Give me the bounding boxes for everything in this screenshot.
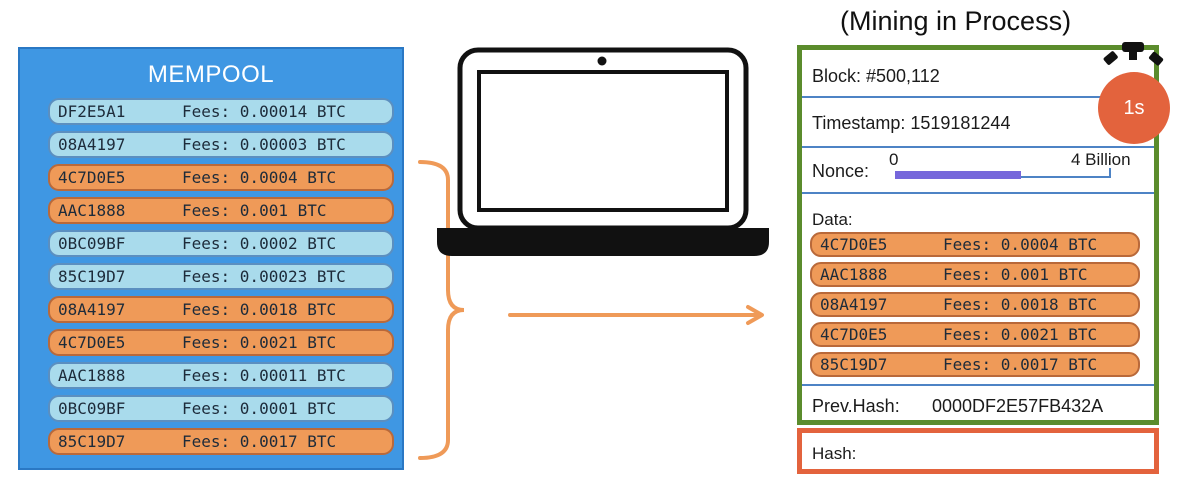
transaction-id: AAC1888 — [58, 366, 126, 385]
mempool-title: MEMPOOL — [147, 61, 275, 88]
divider — [802, 96, 1154, 98]
transaction-fees: Fees: 0.00023 BTC — [182, 267, 346, 286]
transaction-fees: Fees: 0.0002 BTC — [182, 234, 337, 253]
transaction-fees: Fees: 0.00014 BTC — [182, 102, 346, 121]
transaction-fees: Fees: 0.00003 BTC — [182, 135, 346, 154]
transaction-id: 0BC09BF — [58, 234, 126, 253]
transaction-id: DF2E5A1 — [58, 102, 126, 121]
transaction-fees: Fees: 0.001 BTC — [943, 265, 1088, 284]
mempool-transaction: AAC1888 Fees: 0.00011 BTC — [48, 362, 394, 389]
stopwatch-crown-icon — [1103, 42, 1164, 66]
hash-box: Hash: — [797, 428, 1159, 474]
mempool-transaction: 0BC09BF Fees: 0.0002 BTC — [48, 230, 394, 257]
mempool-transaction: 85C19D7 Fees: 0.0017 BTC — [48, 428, 394, 455]
mempool-transaction: AAC1888 Fees: 0.001 BTC — [48, 197, 394, 224]
mempool-transaction: 85C19D7 Fees: 0.00023 BTC — [48, 263, 394, 290]
nonce-progress-bar — [895, 171, 1021, 179]
nonce-max: 4 Billion — [1071, 150, 1131, 169]
block-transaction: 4C7D0E5 Fees: 0.0021 BTC — [810, 322, 1140, 347]
timer-display: 1s — [1098, 72, 1170, 144]
stopwatch-icon: 1s — [1098, 40, 1184, 144]
transaction-fees: Fees: 0.0018 BTC — [943, 295, 1098, 314]
block-number: Block: #500,112 — [812, 66, 940, 86]
transaction-fees: Fees: 0.0021 BTC — [182, 333, 337, 352]
transaction-fees: Fees: 0.0018 BTC — [182, 300, 337, 319]
hash-label: Hash: — [812, 444, 857, 463]
divider — [802, 192, 1154, 194]
transaction-fees: Fees: 0.001 BTC — [182, 201, 327, 220]
transaction-id: 85C19D7 — [58, 267, 126, 286]
transaction-id: AAC1888 — [58, 201, 126, 220]
mining-title: (Mining in Process) — [840, 6, 1072, 36]
nonce-range-end-tick — [1109, 168, 1111, 178]
nonce-label: Nonce: — [812, 161, 870, 181]
divider — [802, 384, 1154, 386]
transaction-fees: Fees: 0.0001 BTC — [182, 399, 337, 418]
transaction-id: 0BC09BF — [58, 399, 126, 418]
prev-hash-label: Prev.Hash: — [812, 396, 900, 416]
transaction-id: 4C7D0E5 — [58, 168, 126, 187]
mempool-transaction: 08A4197 Fees: 0.00003 BTC — [48, 131, 394, 158]
prev-hash-value: 0000DF2E57FB432A — [932, 396, 1104, 416]
transaction-fees: Fees: 0.0004 BTC — [182, 168, 337, 187]
transaction-id: 08A4197 — [820, 295, 888, 314]
transaction-id: 4C7D0E5 — [58, 333, 126, 352]
transaction-id: AAC1888 — [820, 265, 888, 284]
divider — [802, 146, 1154, 148]
mempool-transaction: 08A4197 Fees: 0.0018 BTC — [48, 296, 394, 323]
mempool-transaction: 4C7D0E5 Fees: 0.0004 BTC — [48, 164, 394, 191]
transaction-id: 08A4197 — [58, 300, 126, 319]
mempool-transaction: 0BC09BF Fees: 0.0001 BTC — [48, 395, 394, 422]
right-brace-icon — [418, 160, 465, 460]
block-panel: Block: #500,112 Timestamp: 1519181244 No… — [797, 45, 1159, 425]
transaction-id: 4C7D0E5 — [820, 325, 888, 344]
block-transaction: 85C19D7 Fees: 0.0017 BTC — [810, 352, 1140, 377]
transaction-id: 85C19D7 — [58, 432, 126, 451]
transaction-fees: Fees: 0.0004 BTC — [943, 235, 1098, 254]
mempool-transaction: 4C7D0E5 Fees: 0.0021 BTC — [48, 329, 394, 356]
block-transaction: AAC1888 Fees: 0.001 BTC — [810, 262, 1140, 287]
block-transaction: 08A4197 Fees: 0.0018 BTC — [810, 292, 1140, 317]
transaction-id: 85C19D7 — [820, 355, 888, 374]
transaction-fees: Fees: 0.0017 BTC — [182, 432, 337, 451]
timestamp: Timestamp: 1519181244 — [812, 113, 1011, 133]
transaction-id: 4C7D0E5 — [820, 235, 888, 254]
timer-value: 1s — [1123, 96, 1145, 119]
transaction-fees: Fees: 0.0017 BTC — [943, 355, 1098, 374]
laptop-icon — [437, 47, 769, 256]
transaction-fees: Fees: 0.0021 BTC — [943, 325, 1098, 344]
right-arrow-icon — [508, 305, 764, 325]
transaction-fees: Fees: 0.00011 BTC — [182, 366, 346, 385]
transaction-id: 08A4197 — [58, 135, 126, 154]
mempool-transaction: DF2E5A1 Fees: 0.00014 BTC — [48, 98, 394, 125]
block-transaction: 4C7D0E5 Fees: 0.0004 BTC — [810, 232, 1140, 257]
nonce-min: 0 — [889, 150, 899, 169]
data-label: Data: — [812, 210, 853, 229]
